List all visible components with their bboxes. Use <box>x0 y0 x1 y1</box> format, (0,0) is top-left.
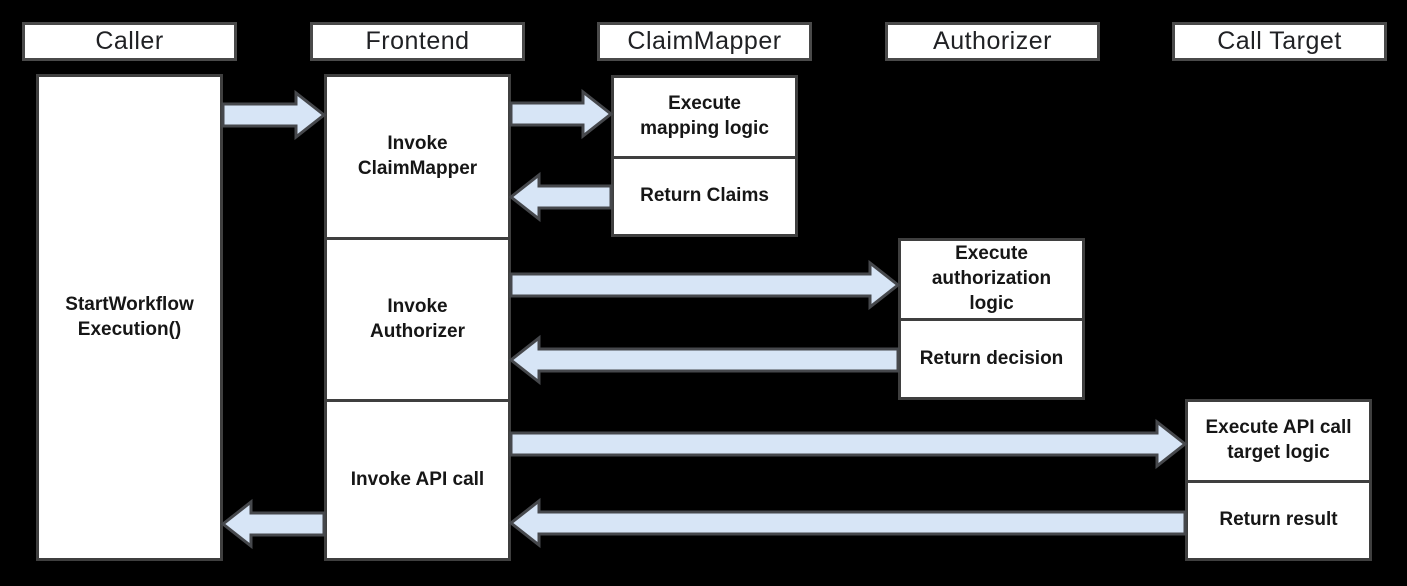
column-header-label: Call Target <box>1217 27 1342 55</box>
step-invoke-api-call: Invoke API call <box>327 399 508 558</box>
column-header-label: Caller <box>95 27 164 55</box>
step-return-decision: Return decision <box>901 318 1082 397</box>
column-header-frontend: Frontend <box>310 22 525 61</box>
authorizer-activation-box: Execute authorization logic Return decis… <box>898 238 1085 400</box>
column-header-calltarget: Call Target <box>1172 22 1387 61</box>
column-header-label: ClaimMapper <box>627 27 782 55</box>
claimmapper-activation-box: Execute mapping logic Return Claims <box>611 75 798 237</box>
step-startworkflowexecution: StartWorkflow Execution() <box>65 293 194 340</box>
frontend-to-claimmapper-arrow <box>509 88 614 140</box>
column-header-label: Authorizer <box>933 27 1052 55</box>
column-header-authorizer: Authorizer <box>885 22 1100 61</box>
frontend-return-to-caller-arrow <box>220 498 326 550</box>
calltarget-activation-box: Execute API call target logic Return res… <box>1185 399 1372 561</box>
step-invoke-authorizer: Invoke Authorizer <box>327 237 508 399</box>
caller-to-frontend-arrow <box>221 89 327 141</box>
claimmapper-return-to-frontend-arrow <box>508 171 613 223</box>
step-invoke-claimmapper: Invoke ClaimMapper <box>357 133 478 179</box>
column-header-caller: Caller <box>22 22 237 61</box>
frontend-activation-box: Invoke ClaimMapper Invoke Authorizer Inv… <box>324 74 511 561</box>
step-return-result: Return result <box>1188 480 1369 558</box>
step-return-claims: Return Claims <box>614 156 795 234</box>
frontend-to-authorizer-arrow <box>509 259 901 311</box>
step-execute-mapping-logic: Execute mapping logic <box>640 93 769 139</box>
column-header-claimmapper: ClaimMapper <box>597 22 812 61</box>
column-header-label: Frontend <box>365 27 470 55</box>
frontend-to-calltarget-arrow <box>509 418 1188 470</box>
step-execute-api-call-target-logic: Execute API call target logic <box>1205 417 1352 463</box>
caller-activation-box: StartWorkflow Execution() <box>36 74 223 561</box>
step-execute-authorization-logic: Execute authorization logic <box>931 243 1052 314</box>
calltarget-return-to-frontend-arrow <box>508 497 1187 549</box>
authorizer-return-to-frontend-arrow <box>508 334 900 386</box>
